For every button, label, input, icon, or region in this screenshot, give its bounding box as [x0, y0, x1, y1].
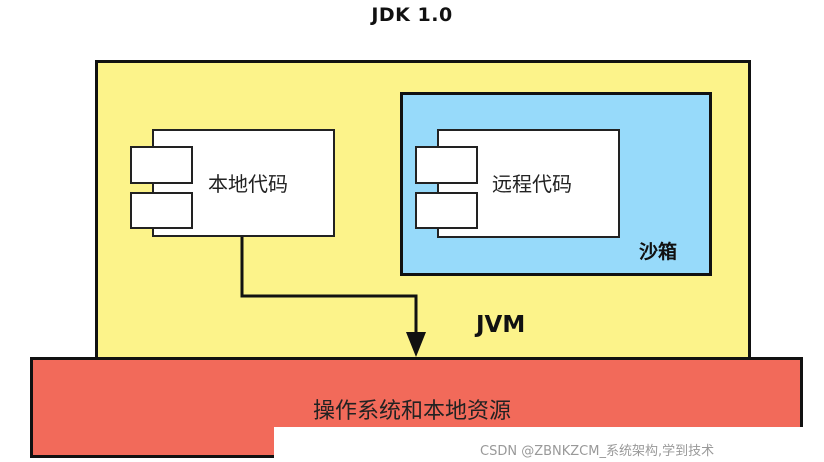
arrow-down-icon [406, 332, 426, 357]
remote-code-component-tab-bottom [415, 192, 478, 229]
remote-code-label: 远程代码 [492, 172, 572, 196]
jvm-label: JVM [476, 312, 526, 338]
os-resources-label: 操作系统和本地资源 [312, 399, 511, 424]
local-code-component-tab-bottom [130, 192, 193, 229]
diagram-title: JDK 1.0 [371, 4, 453, 26]
local-code-component-tab-top [130, 146, 193, 184]
local-code-label: 本地代码 [208, 172, 288, 196]
sandbox-label: 沙箱 [639, 241, 678, 263]
watermark-text: CSDN @ZBNKZCM_系统架构,学到技术 [480, 444, 715, 459]
watermark-strip [274, 427, 824, 462]
remote-code-component-tab-top [415, 146, 478, 184]
